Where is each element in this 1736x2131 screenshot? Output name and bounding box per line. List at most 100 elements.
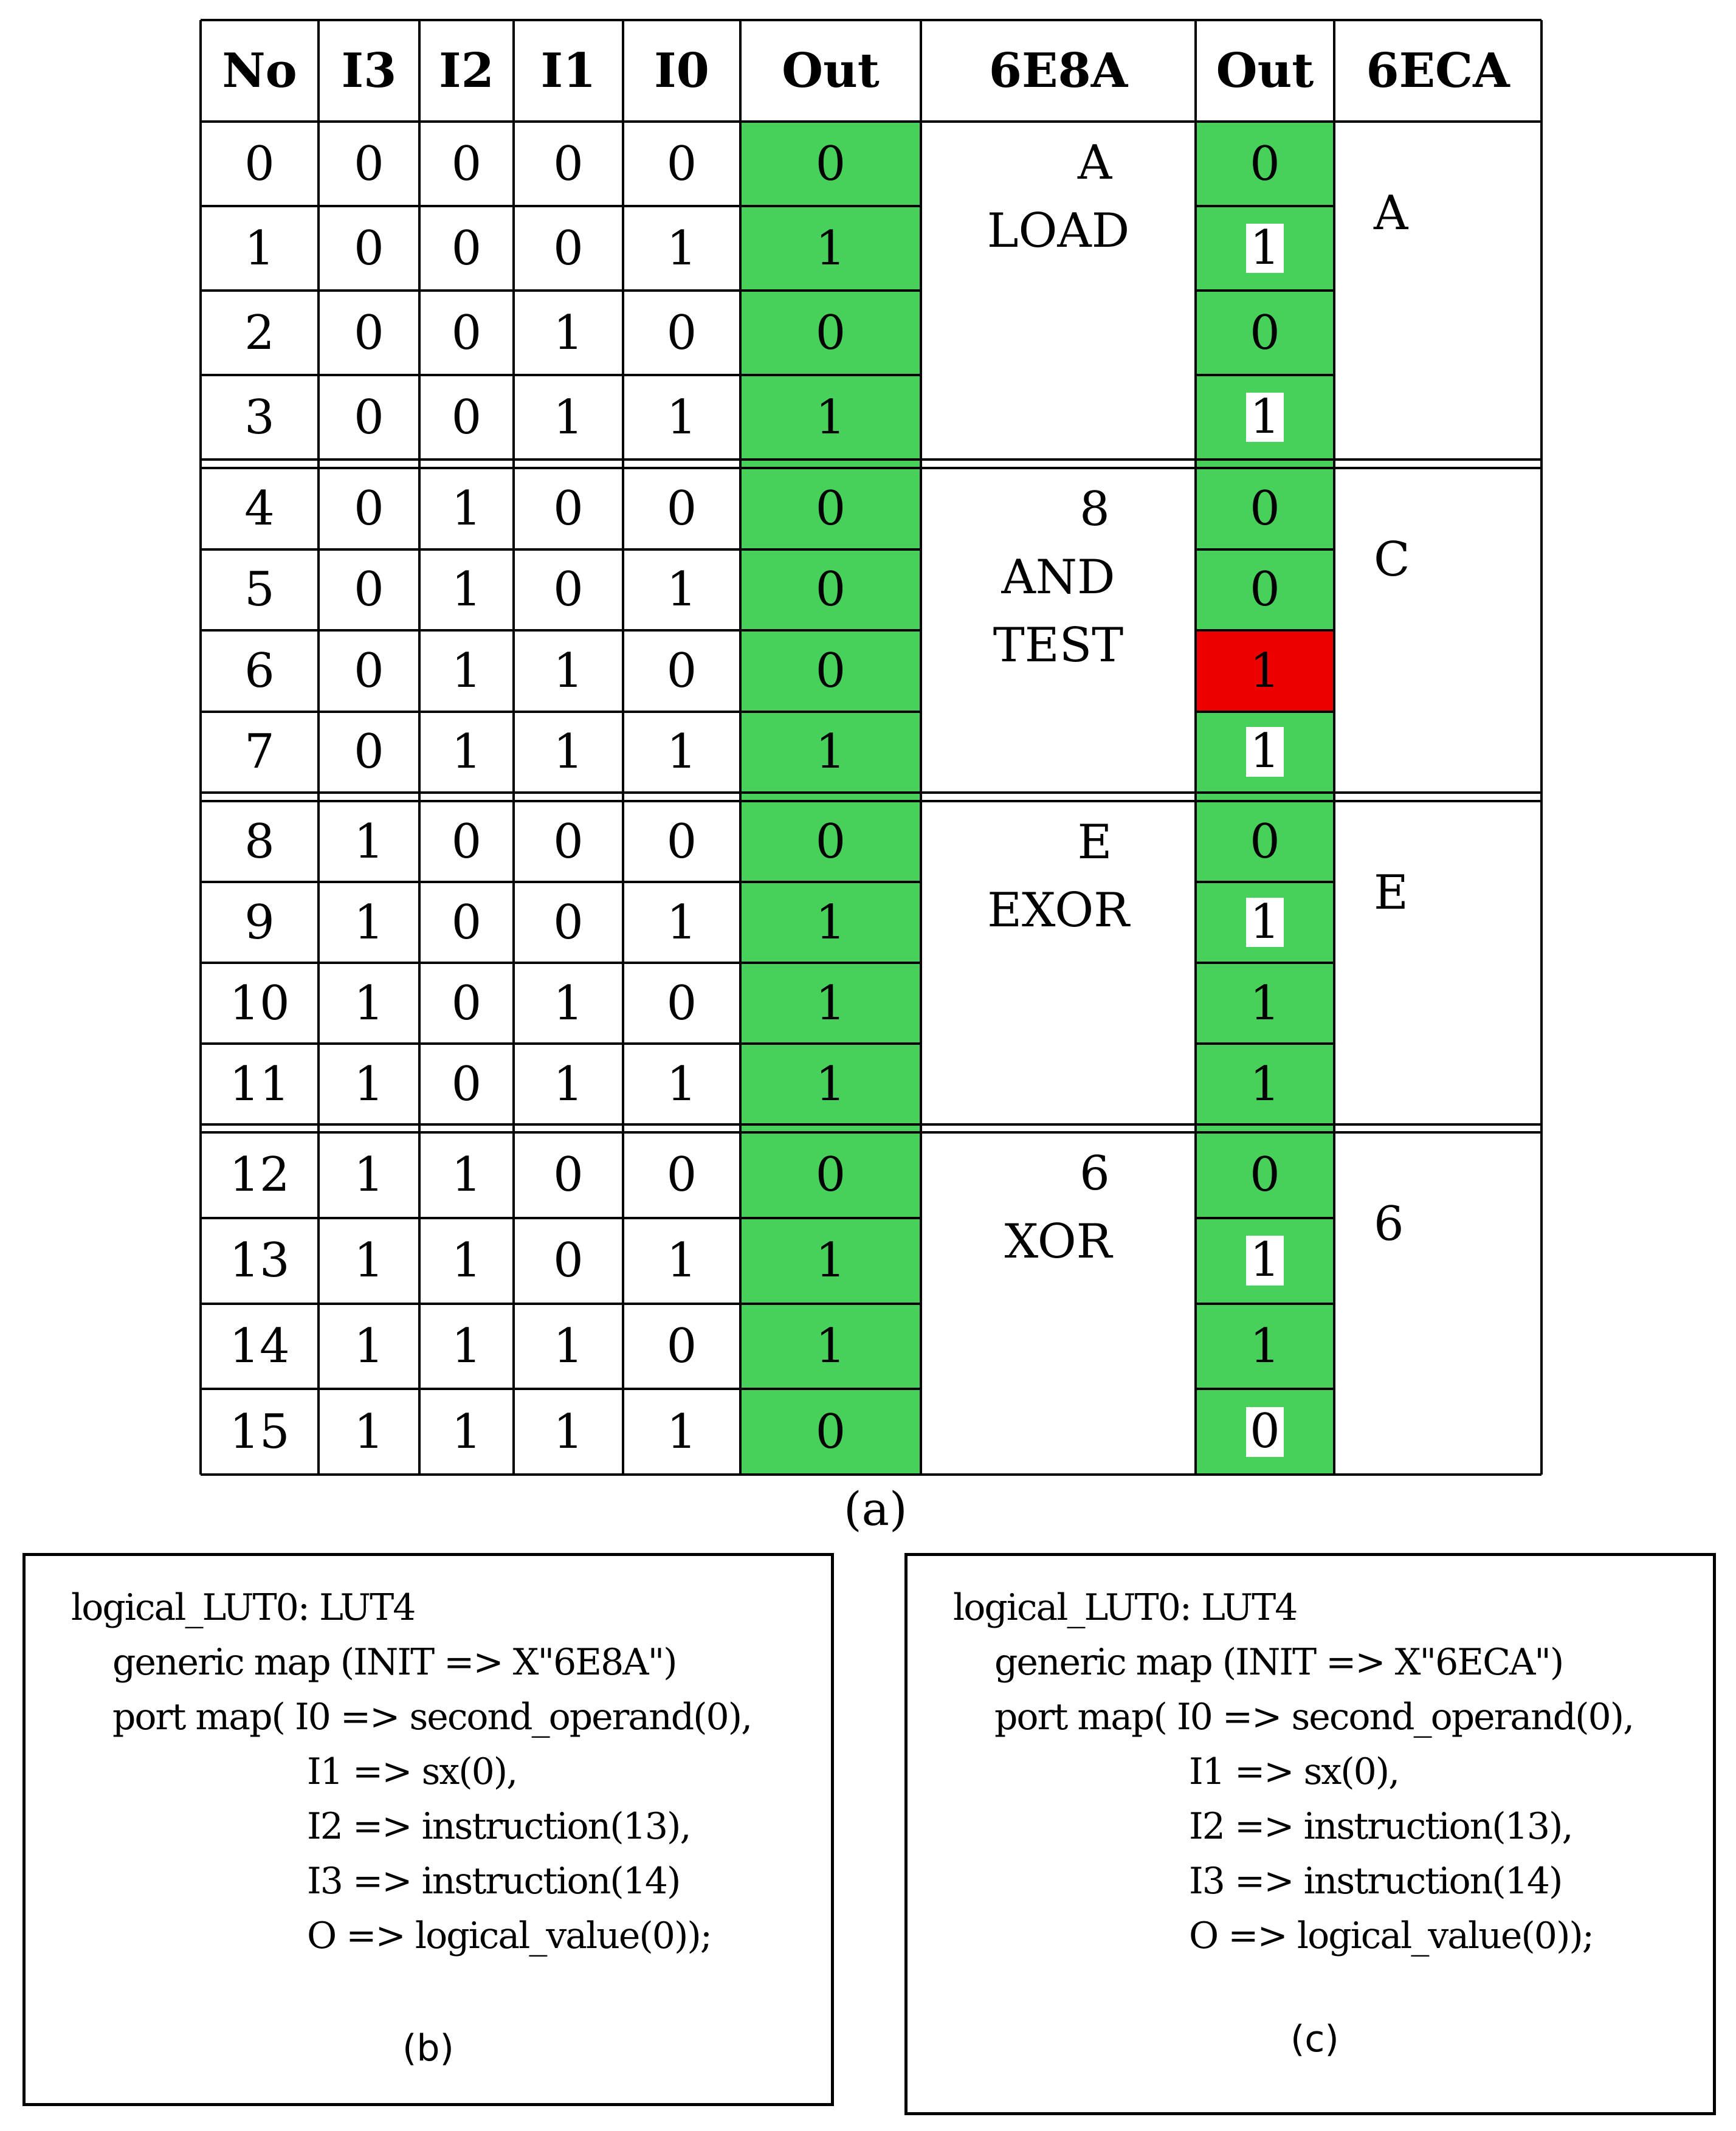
cell-value: 0 — [354, 136, 384, 191]
cell-value: 1 — [553, 1318, 584, 1374]
cell-row-9-col-3: 0 — [514, 882, 623, 963]
group-hex-6eca-2: E — [1374, 866, 1408, 920]
header-i0: I0 — [654, 43, 709, 98]
cell-value: 0 — [666, 481, 697, 536]
code_b-line-3: I1 => sx(0), — [307, 1751, 518, 1793]
cell-row-8-col-3: 0 — [514, 801, 623, 882]
group-separator-b-0 — [201, 467, 1541, 469]
row-line-1-2-1 — [1196, 629, 1334, 632]
cell-row-2-col-0: 2 — [201, 291, 319, 375]
cell-row-3-col-1: 0 — [319, 375, 419, 460]
cell-value: 1 — [1246, 897, 1284, 948]
cell-value: 1 — [666, 1233, 697, 1289]
cell-row-2-col-6: 0 — [1196, 291, 1334, 375]
cell-value: 0 — [1250, 305, 1280, 360]
cell-value: 0 — [815, 643, 846, 698]
cell-row-1-col-6: 1 — [1196, 206, 1334, 291]
cell-row-2-col-3: 1 — [514, 291, 623, 375]
cell-value: 0 — [354, 305, 384, 360]
group-hex-6eca-3: 6 — [1374, 1197, 1404, 1251]
cell-value: 0 — [666, 643, 697, 698]
cell-value: 1 — [815, 390, 846, 445]
cell-row-4-col-6: 0 — [1196, 468, 1334, 549]
cell-value: 1 — [1246, 1235, 1284, 1286]
cell-value: 1 — [666, 895, 697, 950]
column-line-0 — [199, 20, 202, 1475]
cell-row-14-col-5: 1 — [740, 1304, 921, 1389]
cell-row-12-col-2: 1 — [419, 1132, 514, 1218]
cell-value: 0 — [553, 562, 584, 618]
cell-value: 0 — [666, 1318, 697, 1374]
cell-row-7-col-6: 1 — [1196, 712, 1334, 793]
cell-row-4-col-3: 0 — [514, 468, 623, 549]
cell-row-1-col-1: 0 — [319, 206, 419, 291]
cell-row-6-col-2: 1 — [419, 630, 514, 712]
cell-row-10-col-6: 1 — [1196, 963, 1334, 1044]
row-line-1-2-0 — [201, 629, 921, 632]
cell-value: 1 — [1246, 223, 1284, 274]
cell-row-7-col-0: 7 — [201, 712, 319, 793]
cell-value: 0 — [553, 136, 584, 191]
cell-value: 0 — [815, 136, 846, 191]
header-6e8a: 6E8A — [988, 43, 1128, 98]
cell-value: 1 — [815, 895, 846, 950]
group-op-1-1: TEST — [993, 618, 1124, 673]
cell-value: 8 — [244, 814, 275, 869]
cell-row-11-col-6: 1 — [1196, 1044, 1334, 1124]
cell-row-10-col-1: 1 — [319, 963, 419, 1044]
table-border-top — [201, 19, 1541, 21]
cell-value: 0 — [666, 1148, 697, 1203]
cell-value: 0 — [553, 481, 584, 536]
group-hex-6e8a-2: E — [1077, 815, 1112, 870]
cell-row-4-col-5: 0 — [740, 468, 921, 549]
cell-row-2-col-4: 0 — [623, 291, 740, 375]
cell-value: 0 — [1250, 562, 1280, 618]
row-line-1-1-1 — [1196, 548, 1334, 551]
cell-row-5-col-6: 0 — [1196, 549, 1334, 631]
cell-value: 14 — [229, 1318, 290, 1374]
cell-value: 1 — [1250, 1056, 1280, 1112]
cell-value: 1 — [553, 976, 584, 1031]
cell-row-8-col-1: 1 — [319, 801, 419, 882]
row-line-2-1-0 — [201, 881, 921, 883]
cell-value: 0 — [451, 221, 482, 276]
cell-row-6-col-1: 0 — [319, 630, 419, 712]
cell-row-5-col-3: 0 — [514, 549, 623, 631]
cell-value: 1 — [666, 1056, 697, 1112]
cell-value: 1 — [1250, 976, 1280, 1031]
cell-value: 1 — [451, 481, 482, 536]
cell-row-15-col-3: 1 — [514, 1389, 623, 1475]
cell-value: 1 — [553, 390, 584, 445]
cell-value: 1 — [815, 725, 846, 780]
cell-row-6-col-5: 0 — [740, 630, 921, 712]
cell-row-6-col-4: 0 — [623, 630, 740, 712]
cell-row-1-col-2: 0 — [419, 206, 514, 291]
code_b-line-6: O => logical_value(0)); — [307, 1915, 712, 1957]
cell-row-0-col-3: 0 — [514, 122, 623, 206]
cell-value: 0 — [666, 136, 697, 191]
cell-row-12-col-1: 1 — [319, 1132, 419, 1218]
group-op-0-0: LOAD — [987, 204, 1130, 258]
cell-value: 0 — [451, 1056, 482, 1112]
group-op-1-0: AND — [1001, 550, 1115, 605]
header-out: Out — [782, 43, 880, 98]
group-hex-6eca-1: C — [1374, 532, 1410, 587]
header-out-2: Out — [1216, 43, 1314, 98]
cell-value: 1 — [451, 643, 482, 698]
cell-value: 0 — [815, 562, 846, 618]
cell-value: 2 — [244, 305, 275, 360]
cell-row-15-col-1: 1 — [319, 1389, 419, 1475]
cell-row-3-col-6: 1 — [1196, 375, 1334, 460]
cell-row-8-col-0: 8 — [201, 801, 319, 882]
code_b-line-2: port map( I0 => second_operand(0), — [112, 1696, 753, 1738]
cell-value: 0 — [1246, 1406, 1284, 1457]
group-op-3-0: XOR — [1004, 1214, 1112, 1269]
group-separator-a-1 — [201, 791, 1541, 794]
cell-row-2-col-2: 0 — [419, 291, 514, 375]
row-line-1-3-1 — [1196, 710, 1334, 713]
cell-value: 1 — [451, 1233, 482, 1289]
cell-row-1-col-5: 1 — [740, 206, 921, 291]
cell-value: 1 — [666, 221, 697, 276]
cell-row-9-col-2: 0 — [419, 882, 514, 963]
